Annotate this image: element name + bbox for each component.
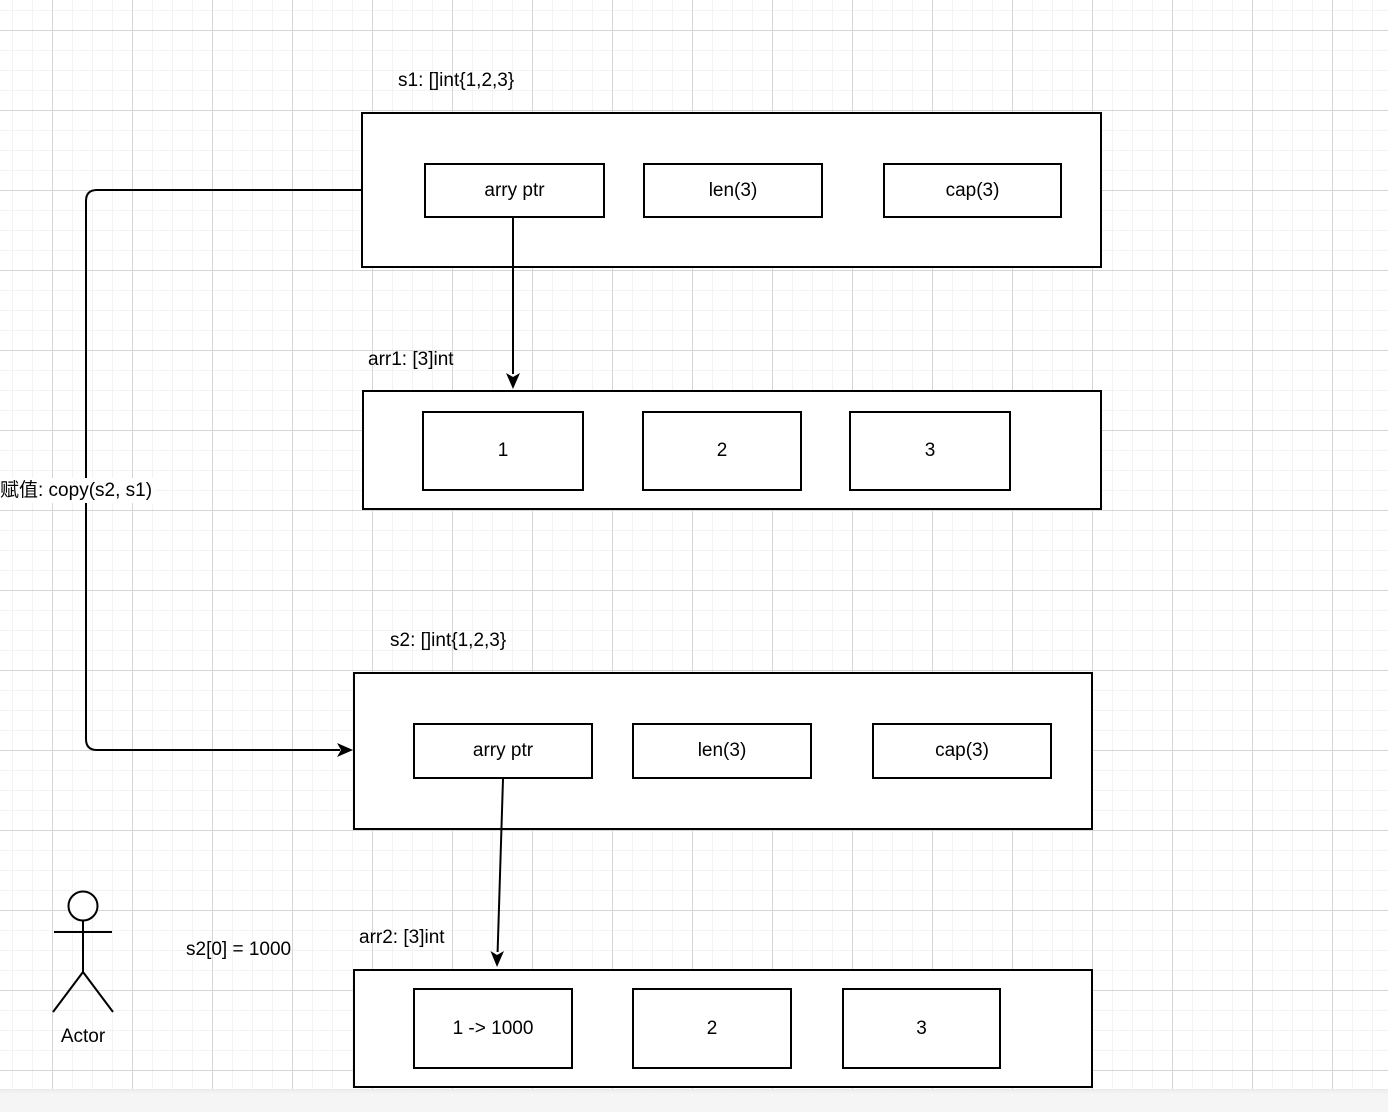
arr1-cell-0[interactable]: 1 (422, 411, 584, 491)
arr1-label[interactable]: arr1: [3]int (368, 349, 454, 370)
copy-call-label[interactable]: 赋值: copy(s2, s1) (0, 478, 156, 503)
s2-cell-cap[interactable]: cap(3) (872, 723, 1052, 779)
s2-cell-len[interactable]: len(3) (632, 723, 812, 779)
canvas-outside-area (0, 1089, 1388, 1112)
assignment-label[interactable]: s2[0] = 1000 (186, 939, 292, 960)
actor-head (67, 890, 99, 922)
arr1-cell-1[interactable]: 2 (642, 411, 802, 491)
s1-to-arr1-arrow[interactable] (506, 217, 520, 389)
s1-label[interactable]: s1: []int{1,2,3} (398, 70, 515, 91)
arr2-cell-0[interactable]: 1 -> 1000 (413, 988, 573, 1069)
arr2-cell-2[interactable]: 3 (842, 988, 1001, 1069)
s1-cell-len[interactable]: len(3) (643, 163, 823, 218)
actor-label[interactable]: Actor (60, 1026, 106, 1047)
s1-cell-arry-ptr[interactable]: arry ptr (424, 163, 605, 218)
copy-connector-arrow[interactable] (85, 189, 362, 757)
actor-figure[interactable] (52, 890, 114, 1013)
arr2-cell-1[interactable]: 2 (632, 988, 792, 1069)
actor-right-leg (82, 971, 114, 1013)
s2-cell-arry-ptr[interactable]: arry ptr (413, 723, 593, 779)
s2-to-arr2-arrow[interactable] (490, 778, 505, 967)
s1-cell-cap[interactable]: cap(3) (883, 163, 1062, 218)
s2-label[interactable]: s2: []int{1,2,3} (390, 630, 507, 651)
arr1-cell-2[interactable]: 3 (849, 411, 1011, 491)
arr2-label[interactable]: arr2: [3]int (359, 927, 445, 948)
actor-left-leg (52, 971, 84, 1013)
